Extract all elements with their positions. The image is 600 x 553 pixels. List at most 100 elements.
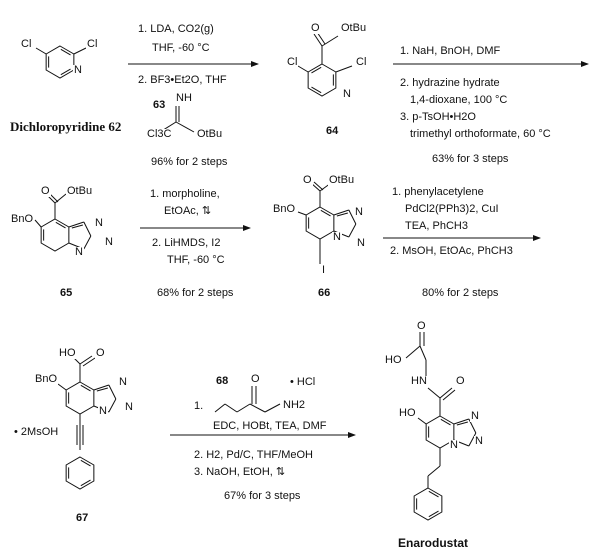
step1-condition: 1. LDA, CO2(g) <box>138 23 214 35</box>
step5-condition: 2. H2, Pd/C, THF/MeOH <box>194 449 313 461</box>
atom-label: O <box>310 22 321 34</box>
bond <box>297 65 309 73</box>
step3-condition: THF, -60 °C <box>167 254 225 266</box>
bond <box>68 221 85 228</box>
compound-65-label: 65 <box>60 287 73 299</box>
step4-yield: 80% for 2 steps <box>422 287 499 299</box>
double-bond <box>313 181 324 191</box>
atom-label: O <box>455 375 466 387</box>
atom-label: O <box>302 174 313 186</box>
double-bond <box>428 490 439 498</box>
atom-label: N <box>332 231 342 243</box>
atom-label: N <box>124 401 134 413</box>
atom-label: BnO <box>272 203 297 215</box>
bond <box>348 223 357 238</box>
atom-label: O <box>416 320 427 332</box>
step2-condition: 1. NaH, BnOH, DMF <box>400 45 501 57</box>
atom-label: N <box>449 439 459 451</box>
atom-label: NH <box>175 92 193 104</box>
double-bond <box>96 387 108 392</box>
bond <box>405 345 421 359</box>
step4-condition: 1. phenylacetylene <box>392 186 484 198</box>
salt-label: • 2MsOH <box>14 426 59 438</box>
double-bond <box>80 384 91 392</box>
step1-condition: 2. BF3•Et2O, THF <box>138 74 227 86</box>
atom-label: Cl <box>286 56 299 68</box>
atom-label: BnO <box>10 213 35 225</box>
double-bond <box>80 459 91 467</box>
step2-condition: 1,4-dioxane, 100 °C <box>410 94 508 106</box>
double-bond <box>60 48 71 56</box>
step4-condition: 2. MsOH, EtOAc, PhCH3 <box>390 245 513 257</box>
bond <box>214 403 226 413</box>
atom-label: I <box>321 264 327 276</box>
step2-condition: 2. hydrazine hydrate <box>400 77 500 89</box>
atom-label: BnO <box>34 373 59 385</box>
step3-condition: 1. morpholine, <box>150 188 220 200</box>
atom-label: Cl <box>86 38 99 50</box>
atom-label: HN <box>410 375 428 387</box>
bond <box>249 403 266 413</box>
bond <box>54 193 67 204</box>
atom-label: Cl3C <box>146 128 173 140</box>
bond <box>236 403 251 413</box>
step5-condition: 1. <box>194 400 204 412</box>
bond <box>419 345 427 361</box>
bond <box>417 417 427 425</box>
double-bond <box>316 31 326 45</box>
atom-label: N <box>104 236 114 248</box>
atom-label: N <box>118 376 128 388</box>
step1-yield: 96% for 2 steps <box>151 156 228 168</box>
double-bond <box>311 66 322 74</box>
phenyl-ring-67 <box>65 456 95 490</box>
bond <box>468 432 477 447</box>
step2-condition: trimethyl orthoformate, 60 °C <box>410 128 551 140</box>
step5-condition: EDC, HOBt, TEA, DMF <box>213 420 327 432</box>
double-bond <box>336 212 348 217</box>
double-bond <box>82 357 96 367</box>
enarodustat-label: Enarodustat <box>398 536 469 550</box>
atom-label: N <box>342 88 352 100</box>
step5-condition: 3. NaOH, EtOH, ⇅ <box>194 466 286 478</box>
pyridine-ring-66 <box>305 206 335 240</box>
bond <box>439 387 453 399</box>
atom-label: Cl <box>355 56 368 68</box>
double-bond <box>71 224 83 229</box>
atom-label: HO <box>58 347 77 359</box>
bond <box>335 65 353 73</box>
compound-62-label: Dichloropyridine 62 <box>10 119 122 134</box>
bond <box>108 384 117 400</box>
atom-label: OtBu <box>340 22 368 34</box>
double-bond <box>442 389 456 401</box>
bond <box>93 384 110 391</box>
pyridine-ring-65 <box>40 218 70 252</box>
atom-label: HO <box>384 354 403 366</box>
double-bond <box>55 221 66 229</box>
atom-label: N <box>356 237 366 249</box>
step2-yield: 63% for 3 steps <box>432 153 509 165</box>
step4-condition: TEA, PhCH3 <box>405 220 468 232</box>
atom-label: O <box>250 373 261 385</box>
bond <box>297 211 307 216</box>
bond <box>348 209 357 225</box>
step4-condition: PdCl2(PPh3)2, CuI <box>405 203 499 215</box>
atom-label: N <box>470 410 480 422</box>
compound-67-label: 67 <box>76 512 89 524</box>
atom-label: NH2 <box>282 399 307 411</box>
double-bond <box>320 209 331 217</box>
bond <box>313 33 323 47</box>
salt-label: • HCl <box>290 376 316 388</box>
bond <box>83 221 92 237</box>
atom-label: OtBu <box>66 185 94 197</box>
bond <box>57 383 67 391</box>
double-bond <box>311 86 322 94</box>
step3-yield: 68% for 2 steps <box>157 287 234 299</box>
pyridine-ring-64 <box>307 63 337 97</box>
double-bond <box>428 510 439 518</box>
bond <box>73 47 87 55</box>
atom-label: HO <box>398 407 417 419</box>
bond <box>333 209 350 216</box>
atom-label: N <box>74 246 84 258</box>
